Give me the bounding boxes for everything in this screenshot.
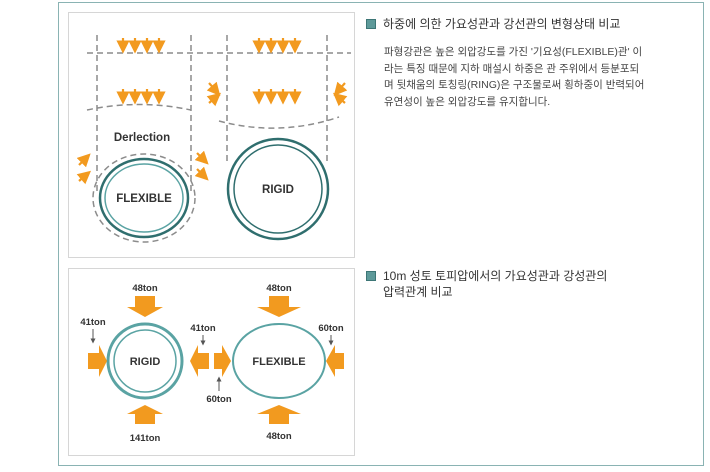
rigid-left-arrow [88,345,107,377]
deformation-diagram: Derlection FLEXIBLE RIGID [76,35,351,243]
load-arrows-right-mid [252,89,302,105]
flexible-left-load: 60ton [206,394,232,405]
section-title: 10m 성토 토피압에서의 가요성관과 강성관의 압력관계 비교 [383,269,608,299]
section-description: 파형강관은 높은 외압강도를 가진 '기요성(FLEXIBLE)관' 이라는 특… [384,46,645,108]
load-arrows-left-top [116,38,166,54]
section-heading: 하중에 의한 가요성관과 강선관의 변형상태 비교 [366,16,686,32]
flexible-pipe-original-outline [92,153,196,243]
bullet-square-icon [366,19,376,29]
flexible-top-load: 48ton [266,283,292,294]
rigid-bottom-load: 141ton [130,433,161,444]
rigid-top-arrow [127,296,163,317]
rigid-label: RIGID [262,184,294,196]
flexible-pipe-outline [232,323,326,399]
pressure-diagram-panel: 48ton 141ton RIGID 41ton 41ton 48ton 48t… [68,268,355,456]
flexible-label: FLEXIBLE [116,193,172,205]
flexible-top-arrow [257,296,301,317]
load-arrows-right-top [252,38,302,54]
bullet-square-icon [366,271,376,281]
flexible-pipe-outer [98,157,190,239]
rigid-pipe-inner [233,144,323,234]
flexible-bottom-arrow [257,405,301,424]
rigid-right-load: 41ton [190,323,216,334]
rigid-pressure-label: RIGID [130,356,161,368]
lateral-arrows [76,81,348,185]
deformation-diagram-panel: Derlection FLEXIBLE RIGID [68,12,355,258]
section-title: 하중에 의한 가요성관과 강선관의 변형상태 비교 [383,17,621,31]
rigid-top-load: 48ton [132,283,158,294]
rigid-pipe-outer [106,322,184,400]
flexible-right-arrow [326,345,344,377]
flexible-pressure-label: FLEXIBLE [252,356,305,368]
settlement-line-right [218,116,340,129]
flexible-left-arrow [214,345,231,377]
section-heading: 10m 성토 토피압에서의 가요성관과 강성관의 압력관계 비교 [366,268,686,300]
flexible-bottom-load: 48ton [266,431,292,442]
flexible-pipe-inner [104,163,184,233]
deflection-label: Derlection [114,132,170,144]
rigid-pipe-outer [226,137,330,241]
pressure-diagram: 48ton 141ton RIGID 41ton 41ton 48ton 48t… [80,283,344,444]
load-arrows-left-mid [116,89,166,105]
rigid-right-arrow [190,345,209,377]
rigid-pipe-inner [113,329,177,393]
section-pressure-comparison: 10m 성토 토피압에서의 가요성관과 강성관의 압력관계 비교 [366,268,686,300]
rigid-bottom-arrow [127,405,163,424]
rigid-left-load: 41ton [80,317,106,328]
flexible-right-load: 60ton [318,323,344,334]
section-deformation-comparison: 하중에 의한 가요성관과 강선관의 변형상태 비교 파형강관은 높은 외압강도를… [366,16,686,110]
settlement-line-left [86,103,192,111]
